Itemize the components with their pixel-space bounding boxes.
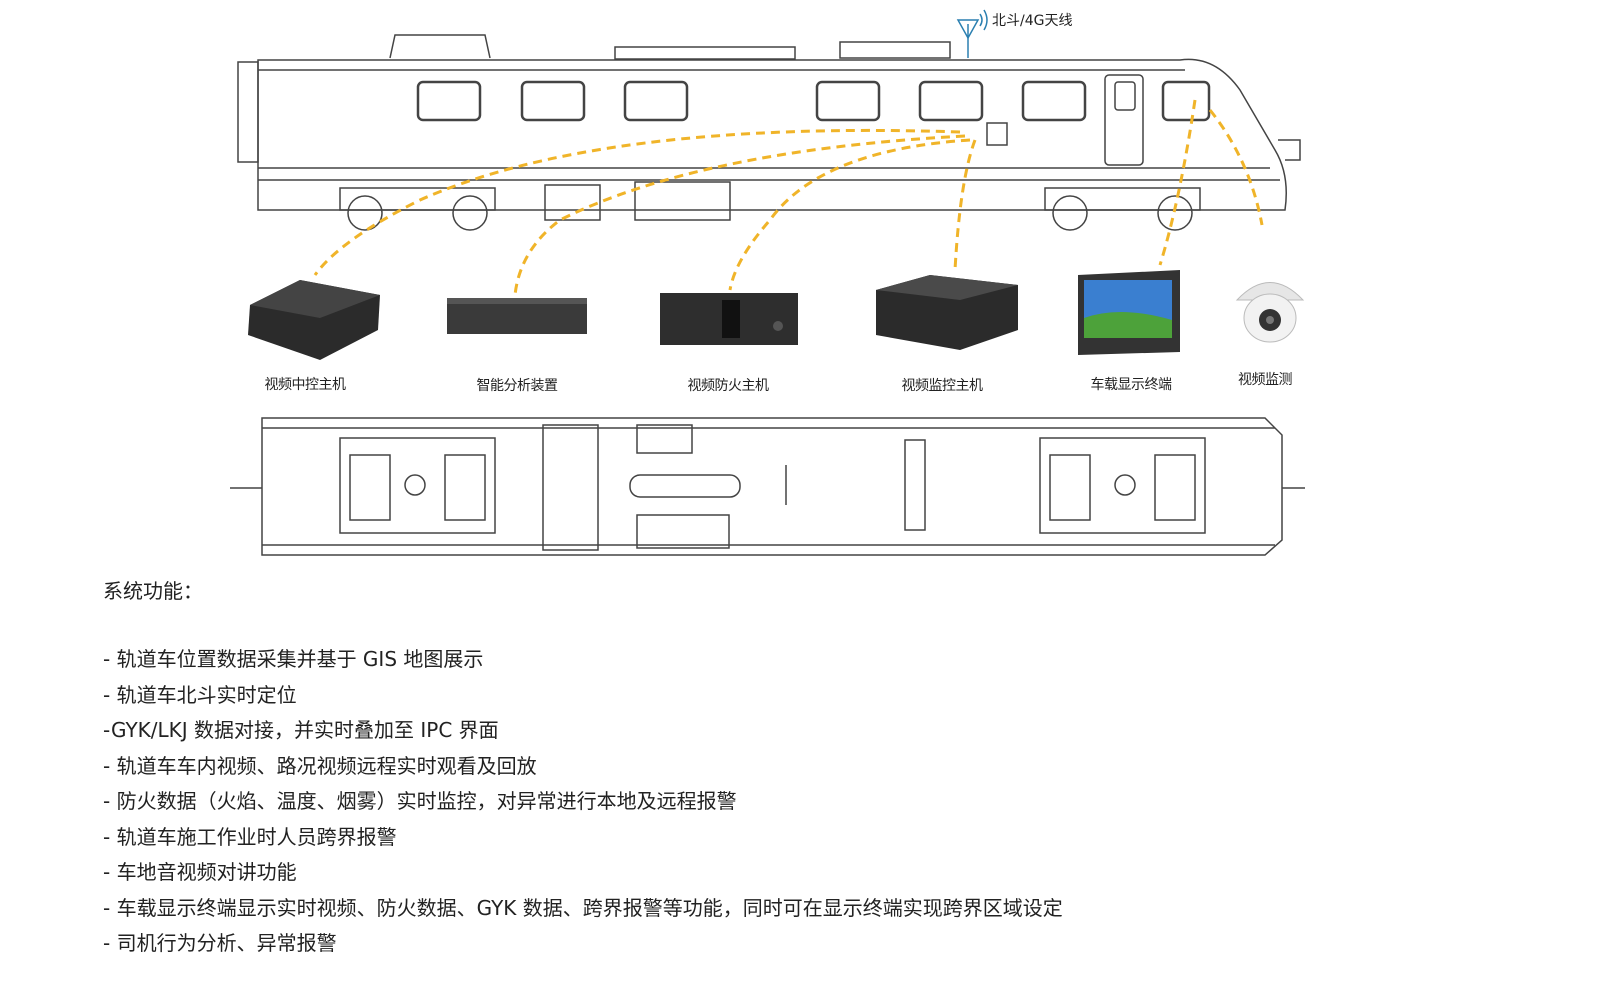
train-plan-view — [230, 417, 1305, 556]
antenna-icon — [956, 9, 988, 58]
device-display-terminal — [1078, 270, 1180, 355]
antenna-label: 北斗/4G天线 — [992, 13, 1073, 29]
windows — [416, 80, 1211, 122]
connector-lines — [313, 99, 1264, 296]
function-item: - 轨道车位置数据采集并基于 GIS 地图展示 — [103, 647, 484, 671]
function-item: - 轨道车施工作业时人员跨界报警 — [103, 824, 397, 849]
camera-icon — [1235, 282, 1305, 343]
device-label-fire-video-host: 视频防火主机 — [687, 378, 770, 394]
device-label-video-surveillance-host: 视频监控主机 — [901, 378, 984, 394]
function-item: - 车载显示终端显示实时视频、防火数据、GYK 数据、跨界报警等功能，同时可在显… — [103, 895, 1063, 920]
functions-title: 系统功能： — [103, 579, 203, 603]
train-side-view — [237, 34, 1301, 231]
device-label-smart-analyzer: 智能分析装置 — [476, 378, 559, 394]
device-smart-analyzer — [447, 298, 587, 334]
device-label-video-monitoring: 视频监测 — [1238, 372, 1293, 388]
device-video-central-host — [248, 280, 380, 360]
functions-list: - 轨道车位置数据采集并基于 GIS 地图展示 - 轨道车北斗实时定位 -GYK… — [103, 644, 1063, 964]
device-label-video-central-host: 视频中控主机 — [264, 377, 347, 393]
function-item: - 轨道车车内视频、路况视频远程实时观看及回放 — [103, 753, 537, 778]
function-item: - 防火数据（火焰、温度、烟雾）实时监控，对异常进行本地及远程报警 — [103, 789, 737, 813]
device-fire-video-host — [660, 293, 798, 345]
function-item: - 轨道车北斗实时定位 — [103, 682, 297, 707]
device-label-display-terminal: 车载显示终端 — [1090, 377, 1173, 393]
function-item: - 车地音视频对讲功能 — [103, 860, 297, 884]
bogies — [339, 181, 1201, 231]
function-item: - 司机行为分析、异常报警 — [103, 931, 337, 955]
device-video-surveillance-host — [876, 275, 1018, 350]
function-item: -GYK/LKJ 数据对接，并实时叠加至 IPC 界面 — [103, 718, 499, 742]
